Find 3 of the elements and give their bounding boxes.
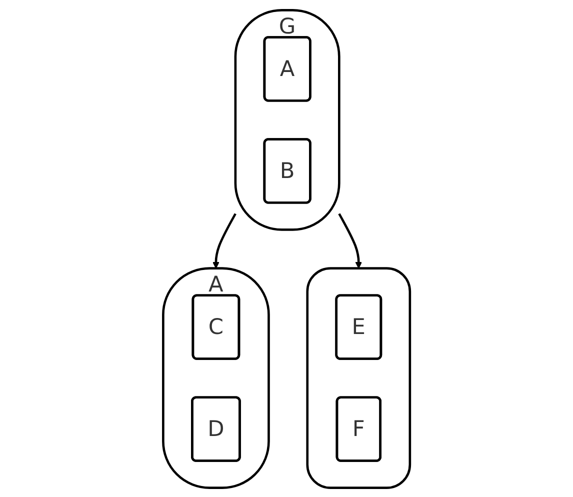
cluster <box>306 266 412 488</box>
arrow <box>212 212 236 268</box>
arrow <box>338 212 362 268</box>
